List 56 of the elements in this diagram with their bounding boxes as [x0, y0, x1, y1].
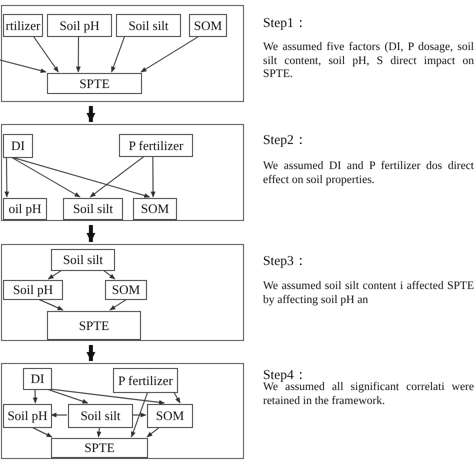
arrow — [111, 36, 126, 73]
variable-box: DI — [3, 134, 33, 158]
variable-box: SOM — [189, 14, 227, 37]
arrow — [173, 392, 181, 404]
variable-box: SPTE — [51, 438, 148, 458]
step-heading: Step3： — [263, 254, 309, 268]
step-description: We assumed DI and P fertilizer dos direct effect on soil properties. — [263, 160, 474, 187]
step-description: We assumed all significant correlati were retained in the framework. — [263, 381, 474, 408]
arrow — [48, 270, 63, 280]
variable-box: P fertilizer — [119, 134, 193, 157]
arrow — [130, 392, 148, 438]
arrow — [132, 412, 147, 418]
step-panel — [1, 5, 244, 102]
step-heading: Step4： — [263, 368, 309, 382]
arrow — [102, 270, 116, 280]
arrow — [109, 298, 128, 310]
variable-box: SPTE — [47, 73, 142, 94]
variable-box: Soil silt — [51, 249, 115, 271]
step-arrow — [86, 225, 96, 242]
variable-box: Soil pH — [3, 280, 63, 300]
step-description: We assumed soil silt content i affected SPTE by affecting soil pH an — [263, 280, 474, 307]
step-heading: Step1： — [263, 16, 309, 30]
arrow — [96, 426, 102, 438]
arrow — [90, 156, 146, 198]
arrow — [4, 156, 10, 198]
variable-box: rtilizer — [3, 14, 43, 37]
step-arrow — [86, 345, 96, 361]
variable-box: oil pH — [3, 198, 47, 220]
step-description: We assumed five factors (DI, P dosage, soil silt content, soil pH, S direct impact on SPTE. — [263, 41, 474, 82]
arrow — [30, 426, 52, 438]
arrow — [146, 426, 160, 438]
arrow — [76, 36, 81, 73]
variable-box: Soil silt — [68, 404, 133, 428]
step-panel — [1, 363, 244, 459]
arrow — [38, 298, 64, 310]
arrow — [32, 388, 38, 404]
variable-box: SOM — [133, 198, 177, 220]
variable-box: Soil pH — [47, 14, 112, 37]
variable-box: SOM — [147, 404, 193, 428]
variable-box: SPTE — [47, 311, 141, 340]
variable-box: P fertilizer — [113, 368, 178, 393]
variable-box: SOM — [105, 280, 147, 300]
arrow — [150, 156, 156, 198]
step-arrow — [86, 106, 96, 122]
variable-box: Soil silt — [63, 198, 123, 220]
arrow — [140, 36, 200, 72]
arrow — [0, 60, 47, 73]
step-panel — [1, 124, 244, 221]
variable-box: DI — [23, 368, 52, 390]
arrow — [50, 412, 68, 418]
step-heading: Step2： — [263, 133, 309, 146]
step-panel — [1, 244, 244, 341]
variable-box: Soil pH — [3, 404, 52, 428]
arrow — [10, 156, 81, 198]
variable-box: Soil silt — [116, 14, 181, 37]
arrow — [32, 36, 59, 72]
